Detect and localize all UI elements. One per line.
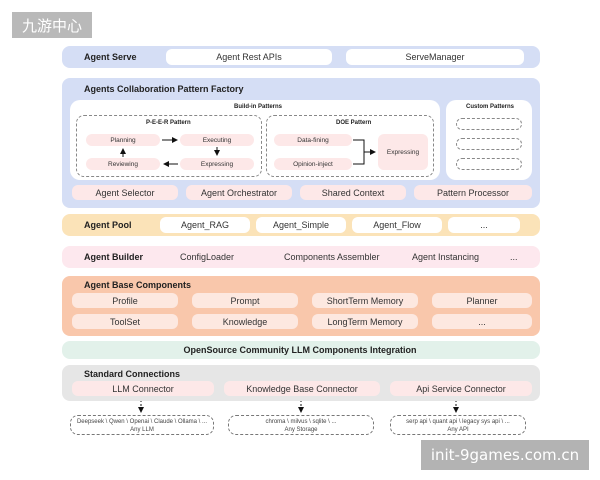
knowledge-base-connector: Knowledge Base Connector — [224, 381, 380, 396]
agent-instancing: Agent Instancing — [412, 252, 480, 262]
doe-pattern-box — [266, 115, 434, 177]
custom-slot-3 — [456, 158, 522, 170]
peer-executing: Executing — [180, 134, 254, 146]
base-components-title: Agent Base Components — [84, 280, 192, 290]
watermark-label: 九游中心 — [12, 12, 92, 38]
factory-title: Agents Collaboration Pattern Factory — [84, 84, 244, 94]
agent-rest-apis: Agent Rest APIs — [166, 49, 332, 65]
planner: Planner — [432, 293, 532, 308]
footer-storage: chroma \ milvus \ sqlite \ ... Any Stora… — [228, 415, 374, 435]
custom-slot-1 — [456, 118, 522, 130]
footer-api: serp api \ quant api \ legacy sys api \ … — [390, 415, 526, 435]
agent-flow: Agent_Flow — [352, 217, 442, 233]
llm-connector: LLM Connector — [72, 381, 214, 396]
custom-slot-2 — [456, 138, 522, 150]
doe-title: DOE Pattern — [336, 120, 372, 126]
agent-pool-title: Agent Pool — [84, 220, 132, 230]
peer-title: P-E-E-R Pattern — [146, 120, 191, 126]
short-term-memory: ShortTerm Memory — [312, 293, 418, 308]
agent-simple: Agent_Simple — [256, 217, 346, 233]
agent-rag: Agent_RAG — [160, 217, 250, 233]
agent-builder-more: ... — [510, 252, 518, 262]
watermark-url: init-9games.com.cn — [421, 440, 589, 470]
long-term-memory: LongTerm Memory — [312, 314, 418, 329]
build-in-title: Build-in Patterns — [234, 104, 283, 110]
peer-pattern-box — [76, 115, 262, 177]
api-service-connector: Api Service Connector — [390, 381, 532, 396]
toolset: ToolSet — [72, 314, 178, 329]
standard-title: Standard Connections — [84, 369, 181, 379]
base-components-more: ... — [432, 314, 532, 329]
agent-builder-band — [62, 246, 540, 268]
pattern-processor: Pattern Processor — [414, 185, 532, 200]
agent-orchestrator: Agent Orchestrator — [186, 185, 292, 200]
config-loader: ConfigLoader — [180, 252, 235, 262]
agent-selector: Agent Selector — [72, 185, 178, 200]
agent-pool-more: ... — [448, 217, 520, 233]
footer-storage-any: Any Storage — [284, 427, 318, 433]
doe-expressing: Expressing — [378, 134, 428, 170]
doe-bracket — [353, 139, 365, 165]
shared-context: Shared Context — [300, 185, 406, 200]
footer-llm-list: Deepseek \ Qwen \ Openai \ Claude \ Olla… — [76, 419, 208, 425]
peer-reviewing: Reviewing — [86, 158, 160, 170]
footer-llm: Deepseek \ Qwen \ Openai \ Claude \ Olla… — [70, 415, 214, 435]
agent-serve-title: Agent Serve — [84, 52, 137, 62]
peer-expressing: Expressing — [180, 158, 254, 170]
profile: Profile — [72, 293, 178, 308]
doe-opinion-inject: Opinion-inject — [274, 158, 352, 170]
opensource-title: OpenSource Community LLM Components Inte… — [183, 345, 417, 355]
footer-storage-list: chroma \ milvus \ sqlite \ ... — [265, 419, 337, 425]
agent-builder-title: Agent Builder — [84, 252, 144, 262]
footer-llm-any: Any LLM — [130, 427, 154, 433]
footer-api-any: Any API — [447, 427, 469, 433]
custom-title: Custom Patterns — [466, 104, 515, 110]
serve-manager: ServeManager — [346, 49, 524, 65]
components-assembler: Components Assembler — [284, 252, 380, 262]
knowledge: Knowledge — [192, 314, 298, 329]
peer-planning: Planning — [86, 134, 160, 146]
prompt: Prompt — [192, 293, 298, 308]
opensource-band — [62, 341, 540, 359]
doe-data-fining: Data-fining — [274, 134, 352, 146]
footer-api-list: serp api \ quant api \ legacy sys api \ … — [406, 419, 510, 425]
